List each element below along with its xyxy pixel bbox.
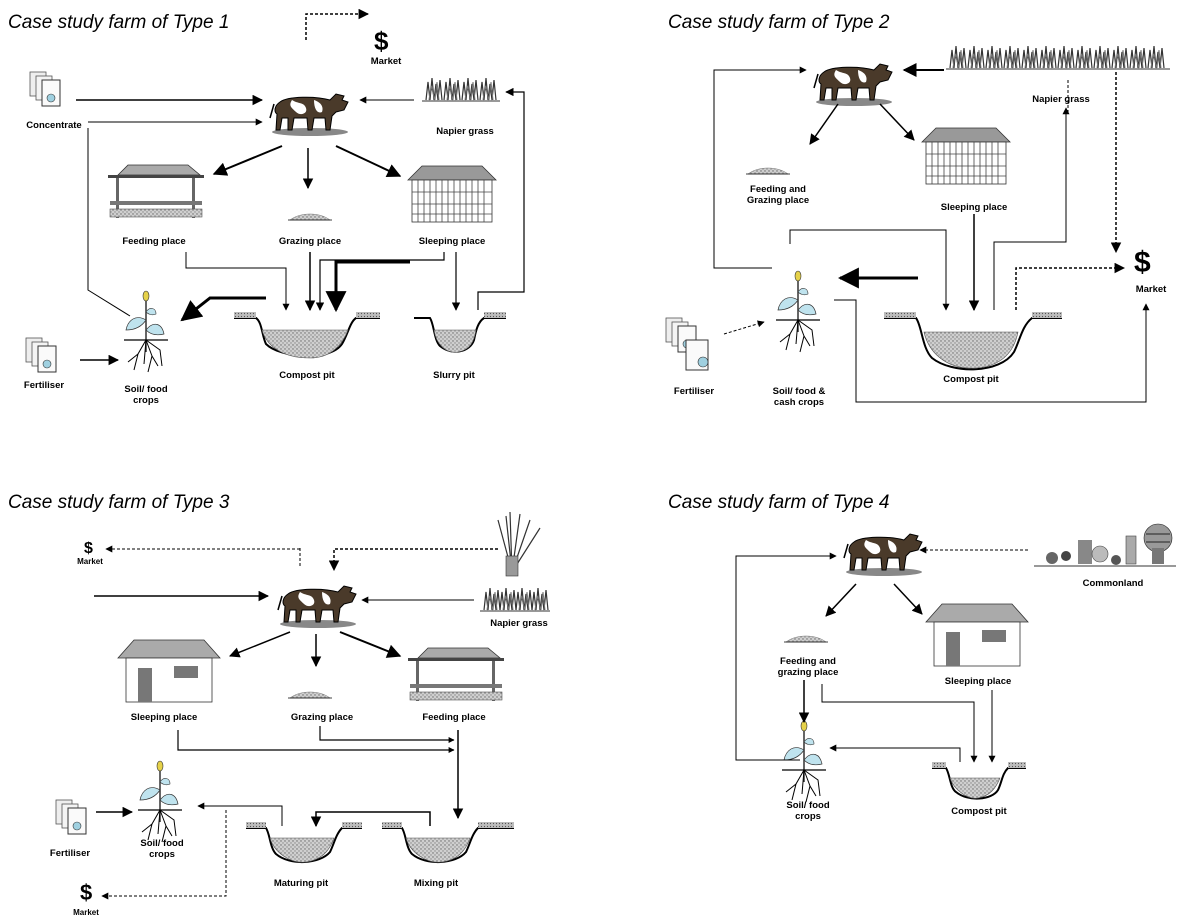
soil-crops-label: Soil/ food crops xyxy=(110,384,182,406)
soil-crops-line2: crops xyxy=(133,395,159,406)
feeding-grazing-line2: Grazing place xyxy=(746,195,810,206)
market-dollar-icon: $ xyxy=(84,540,93,557)
cow-icon xyxy=(813,63,893,107)
napier-grass-label: Napier grass xyxy=(490,618,548,629)
soil-crops-line1: Soil/ food xyxy=(124,384,168,395)
fertiliser-label: Fertiliser xyxy=(23,380,65,391)
soil-crops-line2: crops xyxy=(149,849,175,860)
fertiliser-label: Fertiliser xyxy=(49,848,91,859)
grazing-place-label: Grazing place xyxy=(290,712,354,723)
crop-plant-icon xyxy=(137,760,183,843)
napier-grass-label: Napier grass xyxy=(1032,94,1090,105)
napier-grass-icon xyxy=(946,45,1170,70)
fertiliser-icon xyxy=(665,317,709,371)
maturing-pit-label: Maturing pit xyxy=(273,878,329,889)
panel-title-type4: Case study farm of Type 4 xyxy=(668,492,890,513)
feeding-grazing-line1: Feeding and xyxy=(780,656,836,667)
maturing-pit-icon xyxy=(246,822,362,864)
fertiliser-icon xyxy=(25,337,57,373)
panel-title-type1: Case study farm of Type 1 xyxy=(8,12,230,33)
feeding-grazing-place-icon xyxy=(745,167,791,175)
concentrate-icon xyxy=(29,71,61,107)
panel-type4 xyxy=(735,523,1176,803)
mixing-pit-icon xyxy=(382,822,514,864)
feeding-grazing-label: Feeding and grazing place xyxy=(768,656,848,678)
compost-pit-icon xyxy=(234,312,380,359)
grazing-place-icon xyxy=(287,213,333,221)
grazing-place-label: Grazing place xyxy=(278,236,342,247)
compost-pit-icon xyxy=(932,762,1026,800)
slurry-pit-icon xyxy=(414,312,506,353)
commonland-icon xyxy=(1034,523,1176,567)
sleeping-place-label: Sleeping place xyxy=(130,712,198,723)
panel-title-type3: Case study farm of Type 3 xyxy=(8,492,230,513)
market-dollar-icon: $ xyxy=(1134,246,1151,279)
sleeping-barn-icon xyxy=(407,165,497,223)
sleeping-place-label: Sleeping place xyxy=(418,236,486,247)
feeding-grazing-label: Feeding and Grazing place xyxy=(738,184,818,206)
market-dollar-icon: $ xyxy=(374,26,389,56)
mixing-pit-label: Mixing pit xyxy=(413,878,459,889)
panel-type1 xyxy=(25,8,525,373)
crop-plant-icon xyxy=(781,720,827,803)
compost-pit-label: Compost pit xyxy=(943,374,999,385)
panel-type3 xyxy=(55,511,550,900)
sleeping-place-label: Sleeping place xyxy=(944,676,1012,687)
crop-plant-icon xyxy=(775,270,821,353)
feeding-shed-icon xyxy=(107,164,205,219)
compost-pit-icon xyxy=(884,312,1062,371)
soil-crops-line2: cash crops xyxy=(773,397,825,408)
compost-pit-label: Compost pit xyxy=(279,370,335,381)
feeding-grazing-place-icon xyxy=(783,635,829,643)
sleeping-house-icon xyxy=(117,639,221,703)
cow-icon xyxy=(843,533,923,577)
market-label: Market xyxy=(77,557,103,566)
panel-title-type2: Case study farm of Type 2 xyxy=(668,12,890,33)
fodder-bundle-icon xyxy=(497,511,541,577)
cow-icon xyxy=(277,585,357,629)
fertiliser-icon xyxy=(55,799,87,835)
sleeping-house-icon xyxy=(925,603,1029,667)
crop-plant-icon xyxy=(123,290,169,373)
market-label: Market xyxy=(370,56,402,67)
fertiliser-label: Fertiliser xyxy=(673,386,715,397)
soil-crops-line2: crops xyxy=(795,811,821,822)
market-label: Market xyxy=(73,908,99,917)
compost-pit-label: Compost pit xyxy=(951,806,1007,817)
grazing-place-icon xyxy=(287,691,333,699)
sleeping-place-label: Sleeping place xyxy=(940,202,1008,213)
feeding-shed-icon xyxy=(407,647,505,702)
market-dollar-icon: $ xyxy=(80,880,93,905)
commonland-label: Commonland xyxy=(1082,578,1144,589)
soil-crops-label: Soil/ food crops xyxy=(126,838,198,860)
napier-grass-label: Napier grass xyxy=(436,126,494,137)
feeding-grazing-line2: grazing place xyxy=(777,667,839,678)
panel-type2 xyxy=(665,45,1170,403)
slurry-pit-label: Slurry pit xyxy=(433,370,475,381)
soil-crops-label: Soil/ food crops xyxy=(772,800,844,822)
feeding-grazing-line1: Feeding and xyxy=(750,184,806,195)
market-label: Market xyxy=(1135,284,1167,295)
soil-crops-line1: Soil/ food xyxy=(786,800,830,811)
napier-grass-icon xyxy=(422,77,500,102)
soil-crops-label: Soil/ food & cash crops xyxy=(756,386,842,408)
feeding-place-label: Feeding place xyxy=(422,712,486,723)
napier-grass-icon xyxy=(480,587,550,612)
cow-icon xyxy=(269,93,349,137)
soil-crops-line1: Soil/ food & xyxy=(772,386,826,397)
soil-crops-line1: Soil/ food xyxy=(140,838,184,849)
feeding-place-label: Feeding place xyxy=(122,236,186,247)
concentrate-label: Concentrate xyxy=(26,120,82,131)
sleeping-barn-icon xyxy=(921,127,1011,185)
